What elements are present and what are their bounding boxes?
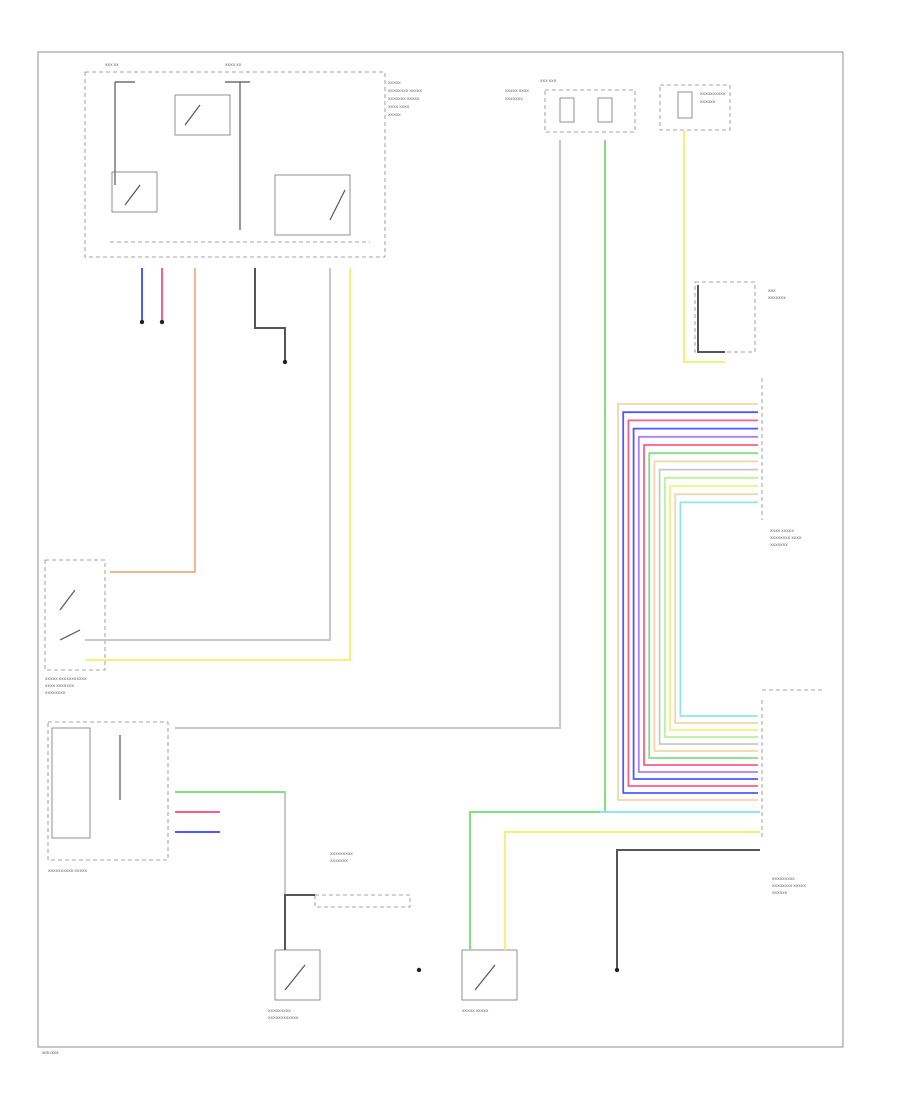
- svg-text:XXXXXXXX: XXXXXXXX: [45, 691, 66, 695]
- fuse-right: [597, 97, 613, 123]
- top-right-fuse-block: XXXXXXXXXX XXXXXX: [659, 84, 731, 131]
- bus-wire-3: [627, 419, 758, 787]
- top-center-fuse-block: XXX XXX XXXXX XXXX XXXXXXX: [505, 79, 636, 133]
- bus-wire-13: [679, 501, 758, 717]
- ground-left-1: [139, 319, 145, 325]
- wire-yellow-bottom: [504, 831, 760, 950]
- switch-block-left: [111, 171, 158, 213]
- svg-text:XXXXXXXX XXXXX: XXXXXXXX XXXXX: [388, 89, 422, 93]
- bus-wire-1: [617, 403, 758, 801]
- fuse-left: [559, 97, 575, 123]
- bus-wire-5: [637, 435, 758, 773]
- relay-box: XXX XXXXXXX: [694, 281, 786, 353]
- svg-text:XXXXX XXXXXXXXXXX: XXXXX XXXXXXXXXXX: [45, 677, 87, 681]
- svg-text:XXXXX: XXXXX: [388, 113, 401, 117]
- svg-text:XXXXXX: XXXXXX: [772, 891, 788, 895]
- light-sensor-boundary: [44, 559, 106, 671]
- bus-wire-9: [658, 468, 758, 745]
- svg-text:XXXXXXX: XXXXXXX: [768, 296, 786, 300]
- svg-text:XXXX XXXX: XXXX XXXX: [388, 105, 410, 109]
- combination-meter: XXXXXXXXXX XXXXX: [47, 721, 169, 873]
- relay-box-boundary: [694, 281, 756, 353]
- svg-text:XXXX XXXXX: XXXX XXXXX: [770, 529, 794, 533]
- svg-text:XXX XX: XXX XX: [105, 63, 119, 67]
- bus-wire-11: [669, 485, 758, 731]
- parking-brake-switch: [274, 949, 321, 1001]
- svg-text:XXXXXXXXX: XXXXXXXXX: [330, 852, 353, 856]
- bus-wire-10: [663, 476, 758, 738]
- svg-text:XXXXXXX XXXXX: XXXXXXX XXXXX: [388, 97, 420, 101]
- fuse-block-boundary: [544, 89, 636, 133]
- front-sensor-bottom: [461, 949, 518, 1001]
- footer-code: W/D 0001: [42, 1051, 59, 1055]
- ground-bottom-right: [614, 967, 620, 973]
- wire-black-switch: [284, 894, 315, 950]
- svg-text:XXXXX XXXX: XXXXX XXXX: [505, 89, 529, 93]
- bus-wire-2: [622, 411, 758, 794]
- fuse-top-right: [677, 91, 693, 119]
- wires-layer: [85, 130, 760, 968]
- svg-text:XXX XXX: XXX XXX: [540, 79, 557, 83]
- wire-black-bottom: [616, 849, 760, 968]
- svg-text:XXXXX XXXXX: XXXXX XXXXX: [462, 1009, 489, 1013]
- meter-inner-left: [51, 727, 91, 839]
- diagram-frame: [37, 51, 844, 1048]
- combination-meter-boundary: [47, 721, 169, 861]
- svg-text:XXXXXXXXX: XXXXXXXXX: [268, 1009, 291, 1013]
- wire-orange-heater: [110, 268, 196, 573]
- top-left-module-boundary: [84, 71, 386, 258]
- svg-text:XXXXXXXXXX: XXXXXXXXXX: [700, 92, 726, 96]
- switch-block-upper: [174, 94, 231, 136]
- ground-left-2: [159, 319, 165, 325]
- bus-wire-6: [643, 444, 758, 766]
- svg-text:XXXXXXXX XXXX: XXXXXXXX XXXX: [770, 536, 802, 540]
- svg-text:XXXXXXXXXXXX: XXXXXXXXXXXX: [268, 1016, 299, 1020]
- svg-text:XXXXX: XXXXX: [388, 81, 401, 85]
- bus-wire-12: [674, 493, 758, 724]
- svg-text:XXXXXX: XXXXXX: [700, 100, 716, 104]
- wire-yellow-fuse: [683, 130, 725, 363]
- ground-bottom-center: [416, 967, 422, 973]
- wire-gray-sensor: [85, 268, 331, 641]
- svg-text:XXXXXXXXX: XXXXXXXXX: [772, 877, 795, 881]
- bus-layer: [617, 403, 758, 801]
- wire-yellow-sensor: [85, 268, 351, 661]
- svg-text:XXXX XX: XXXX XX: [225, 63, 242, 67]
- bus-wire-4: [632, 427, 758, 780]
- wire-black-ground: [254, 268, 286, 360]
- wire-gray-to-motor: [175, 791, 286, 895]
- top-left-module: XXXXX XXXXXXXX XXXXX XXXXXXX XXXXX XXXX …: [84, 63, 422, 258]
- svg-text:XXXXXXXXXX XXXXX: XXXXXXXXXX XXXXX: [48, 869, 88, 873]
- svg-text:XXX: XXX: [768, 289, 776, 293]
- ground-center: [282, 359, 288, 365]
- switch-block-right: [274, 174, 351, 236]
- wire-black-relay: [697, 285, 725, 353]
- svg-text:XXXXXXX: XXXXXXX: [505, 97, 523, 101]
- light-sensor-module: XXXXX XXXXXXXXXXX XXXX XXXXXXX XXXXXXXX: [44, 559, 106, 695]
- svg-text:XXXXXXXX XXXXX: XXXXXXXX XXXXX: [772, 884, 806, 888]
- svg-text:XXXX XXXXXXX: XXXX XXXXXXX: [45, 684, 74, 688]
- svg-text:XXXXXXX: XXXXXXX: [770, 543, 788, 547]
- bus-wire-7: [648, 452, 758, 759]
- bus-wire-8: [653, 460, 758, 752]
- fuse-block-right-boundary: [659, 84, 731, 131]
- wire-gray-right-long: [175, 140, 561, 729]
- control-unit-right: XXXX XXXXX XXXXXXXX XXXX XXXXXXX XXXXXXX…: [761, 378, 825, 895]
- connector-bottom: [314, 894, 411, 908]
- svg-text:XXXXXXX: XXXXXXX: [330, 859, 348, 863]
